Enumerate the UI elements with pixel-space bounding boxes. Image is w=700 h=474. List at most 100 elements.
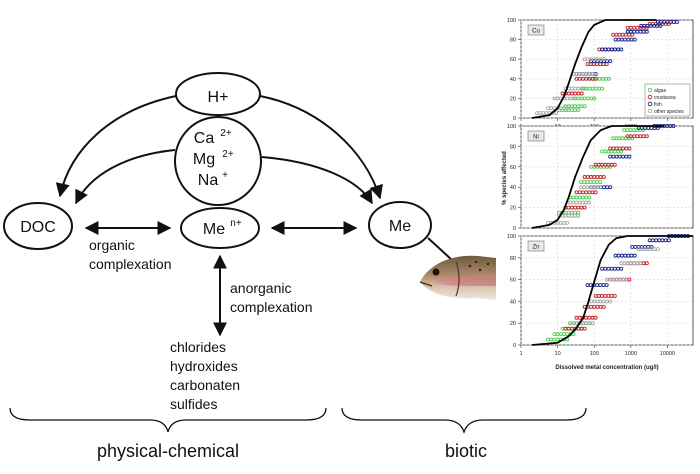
legend-marker	[647, 94, 653, 100]
organic-label-2: complexation	[89, 256, 172, 272]
data-point	[593, 76, 598, 81]
fish-connector-line	[427, 237, 453, 261]
data-point	[619, 266, 624, 271]
panel-tag-label: Cu	[532, 29, 540, 35]
data-point	[608, 185, 613, 190]
x-tick-label: 1	[519, 351, 522, 357]
brace-physical-chemical	[9, 407, 327, 433]
x-axis-title: Dissolved metal concentration (ug/l)	[555, 365, 658, 371]
mg-label: Mg	[193, 151, 215, 168]
data-point	[666, 238, 671, 243]
panel-tag	[527, 24, 545, 36]
data-point	[630, 32, 635, 37]
product-carbonaten: carbonaten	[170, 377, 240, 393]
data-point	[554, 111, 559, 116]
biotic-label: biotic	[445, 441, 487, 461]
chart-panel-cu: 020406080100110100100010000Cualgaecrusta…	[507, 18, 694, 130]
x-tick-label: 10000	[660, 351, 675, 357]
panel-tag	[527, 240, 545, 252]
h-node	[175, 72, 261, 116]
legend-marker	[647, 87, 653, 93]
data-point	[623, 277, 628, 282]
doc-node	[3, 202, 73, 250]
data-point	[601, 57, 606, 62]
data-point	[571, 332, 576, 337]
data-point	[582, 205, 587, 210]
y-tick-label: 100	[507, 234, 516, 240]
na-label: Na	[198, 172, 219, 189]
data-point	[601, 304, 606, 309]
organic-label-1: organic	[89, 237, 135, 253]
data-point	[671, 124, 676, 128]
product-hydroxides: hydroxides	[170, 358, 238, 374]
fish-eye	[432, 268, 440, 276]
product-chlorides: chlorides	[170, 339, 226, 355]
y-tick-label: 20	[510, 96, 516, 102]
data-point	[579, 91, 584, 96]
y-tick-label: 60	[510, 57, 516, 63]
legend-box	[644, 83, 691, 117]
arrow-h-to-me	[259, 95, 383, 200]
doc-node-label: DOC	[20, 219, 56, 236]
data-point	[608, 59, 613, 64]
data-point	[590, 321, 595, 326]
fish-gill	[455, 261, 460, 297]
y-tick-label: 40	[510, 77, 516, 83]
y-tick-label: 100	[507, 18, 516, 24]
ssd-curve	[531, 19, 657, 119]
data-point	[632, 37, 637, 42]
y-tick-label: 20	[510, 206, 516, 212]
y-tick-label: 40	[510, 185, 516, 191]
data-point	[619, 149, 624, 154]
me-ion-charge: n+	[230, 218, 242, 229]
y-tick-label: 100	[507, 124, 516, 130]
data-point	[587, 200, 592, 205]
series-algae	[557, 128, 646, 215]
product-sulfides: sulfides	[170, 396, 217, 412]
panel-tag	[527, 130, 545, 142]
me-node-label: Me	[389, 218, 411, 235]
legend-marker	[647, 101, 653, 107]
data-point	[598, 185, 603, 190]
data-point	[644, 25, 649, 30]
me-node	[368, 201, 432, 249]
data-point	[612, 294, 617, 298]
arrow-h-to-doc	[55, 95, 177, 198]
data-point	[592, 96, 597, 101]
data-point	[576, 213, 581, 218]
ssd-charts: 020406080100110100100010000Cualgaecrusta…	[502, 18, 694, 371]
anorganic-label-2: complexation	[230, 299, 313, 315]
x-tick-label: 100	[590, 351, 599, 357]
data-point	[598, 180, 603, 185]
plot-area	[520, 235, 694, 346]
y-tick-label: 60	[510, 165, 516, 171]
data-point	[601, 175, 606, 179]
data-point	[587, 195, 592, 200]
fish-mouth	[419, 281, 433, 287]
legend-label: algae	[654, 88, 666, 94]
na-charge: +	[222, 170, 228, 181]
data-point	[658, 23, 663, 28]
data-point	[638, 261, 643, 266]
y-tick-label: 0	[513, 343, 516, 349]
ca-label: Ca	[194, 130, 215, 147]
panel-tag-label: Zn	[532, 245, 539, 251]
y-tick-label: 20	[510, 321, 516, 327]
data-point	[675, 20, 679, 24]
data-point	[619, 47, 624, 52]
data-point	[627, 277, 632, 282]
data-point	[582, 86, 587, 91]
y-tick-label: 80	[510, 38, 516, 44]
data-point	[607, 76, 612, 81]
data-point	[582, 104, 587, 109]
fish-stripe	[432, 276, 496, 286]
arrow-ions-to-doc	[75, 149, 176, 205]
data-point	[590, 71, 595, 76]
trout-image	[419, 237, 496, 300]
me-ion-node	[180, 207, 260, 249]
data-point	[576, 108, 581, 113]
anorganic-label-1: anorganic	[230, 280, 292, 296]
